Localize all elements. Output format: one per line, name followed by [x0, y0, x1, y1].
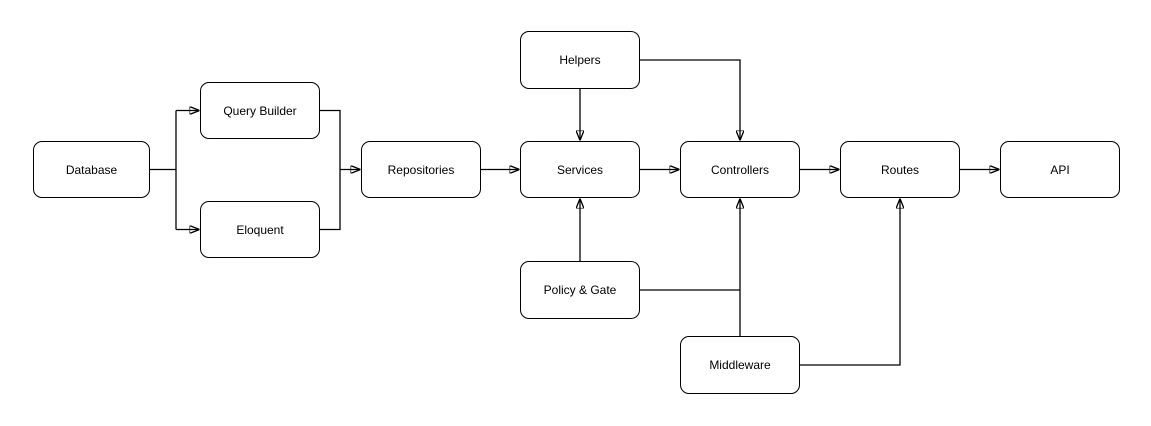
- node-helpers-label: Helpers: [559, 53, 601, 67]
- node-database-label: Database: [65, 162, 118, 177]
- node-helpers[interactable]: Helpers: [520, 31, 640, 89]
- node-repositories-label: Repositories: [387, 162, 455, 177]
- node-services-label: Services: [556, 162, 603, 177]
- node-controllers-label: Controllers: [710, 162, 770, 177]
- node-repositories[interactable]: Repositories: [361, 141, 481, 198]
- node-routes[interactable]: Routes: [840, 141, 960, 198]
- node-query-builder[interactable]: Query Builder: [200, 82, 320, 139]
- node-query-builder-label: Query Builder: [223, 103, 297, 118]
- node-api[interactable]: API: [1000, 141, 1120, 198]
- node-eloquent[interactable]: Eloquent: [200, 201, 320, 258]
- node-eloquent-label: Eloquent: [236, 222, 284, 237]
- node-api-label: API: [1050, 162, 1070, 177]
- node-routes-label: Routes: [880, 162, 920, 177]
- node-middleware[interactable]: Middleware: [680, 336, 800, 394]
- node-services[interactable]: Services: [520, 141, 640, 198]
- edge-querybuilder-eloquent-merge: [320, 109, 341, 231]
- node-controllers[interactable]: Controllers: [680, 141, 800, 198]
- node-database[interactable]: Database: [33, 141, 150, 198]
- edge-helpers-controllers: [640, 59, 740, 140]
- edge-middleware-routes: [800, 199, 900, 366]
- node-policy-gate-label: Policy & Gate: [543, 283, 617, 297]
- node-middleware-label: Middleware: [709, 358, 771, 372]
- edge-database-branch-stem: [150, 110, 177, 230]
- node-policy-gate[interactable]: Policy & Gate: [520, 261, 640, 319]
